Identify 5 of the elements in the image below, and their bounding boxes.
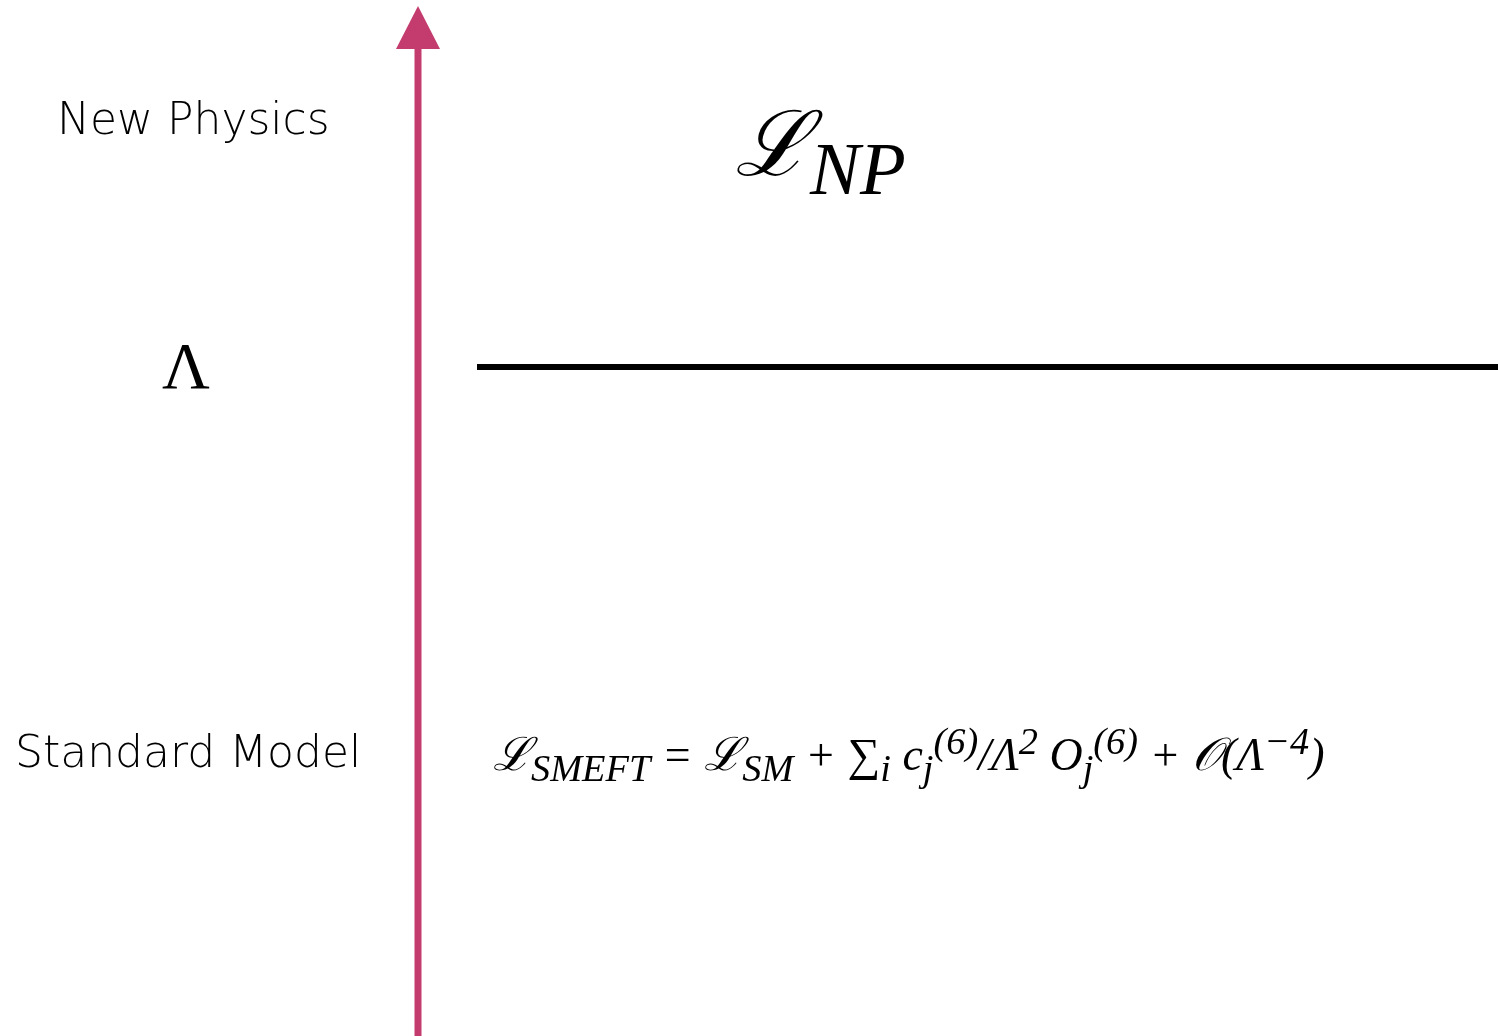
cutoff-scale-symbol: Λ xyxy=(162,330,210,403)
region-label: Standard Model xyxy=(15,728,362,777)
lagrangian-equation: ℒ$_{SMEFT}$ = ℒ$_{SM}$ + ∑$_{i}$ c$_{j}$$^{(6)}$/Λ$^{2}$ O$_{j}$$^{(6)}$ + 𝒪(Λ$^{−4}$) xyxy=(493,720,1325,789)
region-label: New Physics xyxy=(57,95,330,144)
lagrangian-symbol: ℒ$_{NP}$ xyxy=(735,95,906,211)
